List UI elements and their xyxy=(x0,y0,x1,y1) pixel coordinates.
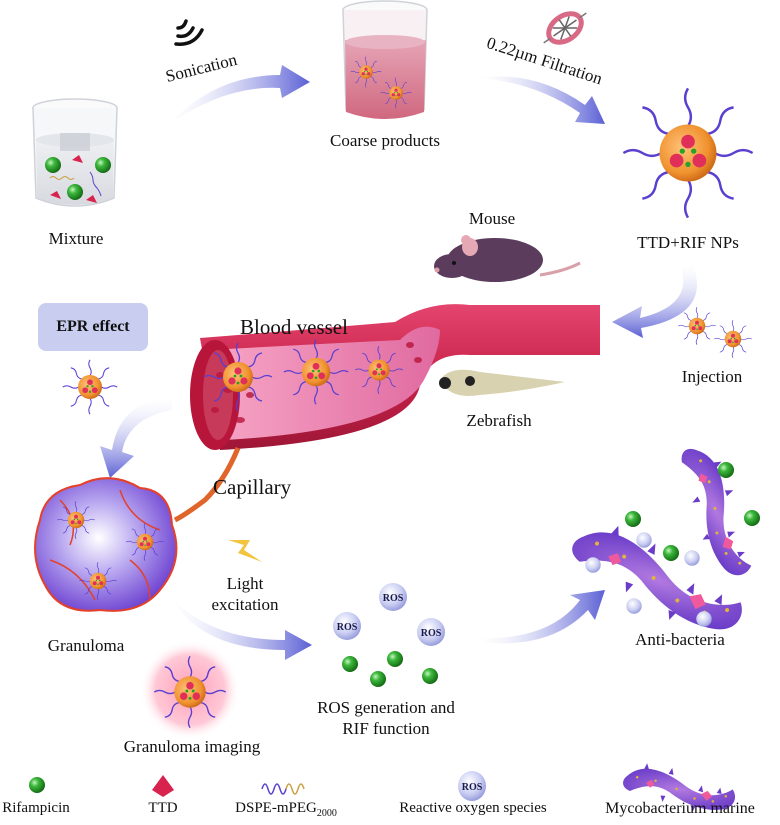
svg-text:ROS: ROS xyxy=(337,622,358,633)
blood-vessel-illustration xyxy=(173,304,600,523)
legend-dspe-peg-label: DSPE-mPEG2000 xyxy=(235,800,337,819)
label-light-excitation: Light excitation xyxy=(211,573,278,615)
label-blood-vessel: Blood vessel xyxy=(240,315,348,339)
arrow-injection xyxy=(612,265,698,338)
legend-ros-icon: ROS xyxy=(458,771,486,801)
ttd-rif-nanoparticle-illustration xyxy=(622,87,754,219)
svg-text:ROS: ROS xyxy=(383,593,404,604)
sonication-wave-icon xyxy=(174,19,204,46)
legend-ttd-label: TTD xyxy=(148,800,178,816)
zebrafish-illustration xyxy=(439,369,565,396)
label-light-excitation-line1: Light xyxy=(226,574,264,593)
legend-mycobacterium-label: Mycobacterium marine xyxy=(605,800,755,817)
label-capillary: Capillary xyxy=(213,475,292,499)
ros-generation-illustration: ROS ROS ROS xyxy=(333,583,445,687)
legend-icons: ROS xyxy=(29,761,738,815)
legend-dspe-main: DSPE-mPEG xyxy=(235,800,317,816)
lightning-icon xyxy=(228,540,262,562)
label-mouse: Mouse xyxy=(468,209,516,228)
label-light-excitation-line2: excitation xyxy=(211,595,279,614)
arrow-sonication xyxy=(168,65,310,125)
label-coarse-products: Coarse products xyxy=(329,131,441,150)
label-granuloma: Granuloma xyxy=(47,636,125,655)
arrow-light-excitation xyxy=(170,596,312,660)
granuloma-illustration xyxy=(34,477,178,612)
svg-text:ROS: ROS xyxy=(462,782,483,793)
label-ttd-rif-nps: TTD+RIF NPs xyxy=(637,233,739,252)
epr-np xyxy=(62,359,118,415)
arrow-filtration xyxy=(478,76,605,124)
legend-dspe-sub: 2000 xyxy=(316,808,337,819)
legend-dspe-peg-icon xyxy=(261,783,305,795)
label-injection: Injection xyxy=(681,367,743,386)
label-epr-effect: EPR effect xyxy=(56,318,130,335)
mixture-beaker-illustration xyxy=(32,98,118,207)
svg-text:ROS: ROS xyxy=(421,628,442,639)
legend-rifampicin-icon xyxy=(29,777,45,793)
arrow-epr xyxy=(100,398,172,478)
legend-ttd-icon xyxy=(152,775,174,797)
label-ros-generation-line1: ROS generation and xyxy=(317,698,455,717)
mouse-illustration xyxy=(434,235,581,282)
coarse-products-beaker-illustration xyxy=(342,0,428,119)
label-mixture: Mixture xyxy=(48,229,104,248)
arrow-anti-bacteria xyxy=(480,590,605,644)
legend-ros-label: Reactive oxygen species xyxy=(399,800,547,816)
label-zebrafish: Zebrafish xyxy=(466,411,532,430)
injection-np-2 xyxy=(713,319,753,359)
label-anti-bacteria: Anti-bacteria xyxy=(635,630,725,649)
label-granuloma-imaging: Granuloma imaging xyxy=(123,737,261,756)
label-ros-generation-line2: RIF function xyxy=(342,719,430,738)
granuloma-imaging-illustration xyxy=(140,640,240,740)
injection-np-1 xyxy=(677,306,717,346)
epr-effect-badge: EPR effect xyxy=(38,303,148,351)
label-ros-generation: ROS generation and RIF function xyxy=(317,697,455,739)
legend-rifampicin-label: Rifampicin xyxy=(2,800,70,816)
syringe-filter-icon xyxy=(543,11,587,45)
